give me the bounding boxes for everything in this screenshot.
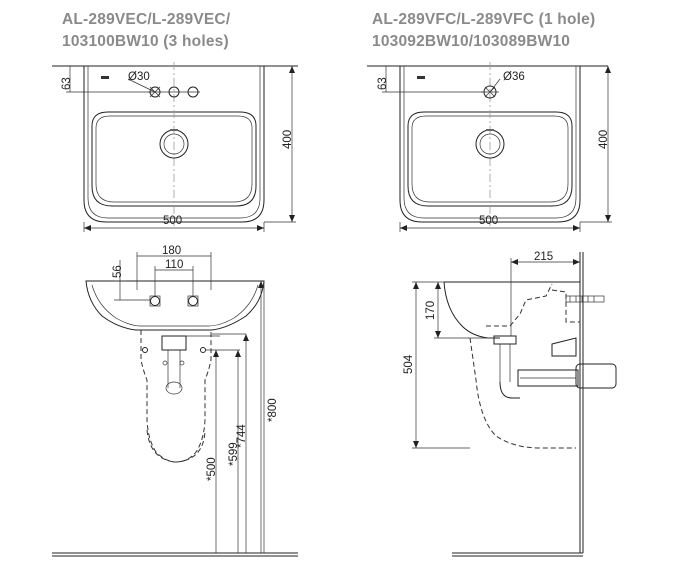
plan-view-left: 63 Ø30 400 500	[52, 62, 298, 232]
front-elevation-left: 180 110 56 *500 *599 *744 *800	[52, 245, 298, 557]
right-title-line2: 103092BW10/103089BW10	[372, 33, 571, 50]
dim-hole-diameter-left: Ø30	[128, 71, 150, 83]
dim-hole-diameter-right: Ø36	[503, 71, 525, 83]
dim-400-left: 400	[282, 130, 294, 149]
dim-63-right: 63	[377, 77, 389, 90]
brand-logo	[417, 76, 425, 79]
dim-504: 504	[403, 354, 415, 374]
dim-215: 215	[534, 251, 553, 263]
dim-599-height: *599	[228, 442, 240, 466]
side-elevation-right: 215 170 504	[403, 251, 617, 557]
dim-56: 56	[112, 265, 124, 278]
left-model-title: AL-289VEC/L-289VEC/ 103100BW10 (3 holes)	[62, 9, 230, 53]
dim-500-right: 500	[479, 215, 498, 227]
left-title-line1: AL-289VEC/L-289VEC/	[62, 11, 231, 28]
right-title-line1: AL-289VFC/L-289VFC (1 hole)	[372, 11, 596, 28]
plan-view-right: 63 Ø36 400 500	[367, 62, 612, 232]
brand-logo	[101, 76, 109, 79]
dim-400-right: 400	[598, 130, 610, 149]
dim-110: 110	[165, 259, 183, 271]
dim-180: 180	[162, 245, 181, 257]
dim-170: 170	[425, 301, 437, 320]
dim-63-left: 63	[61, 77, 73, 90]
dim-744-height: *744	[236, 424, 248, 448]
dim-500-left: 500	[163, 215, 182, 227]
dim-800-height: *800	[267, 398, 279, 422]
left-title-line2: 103100BW10 (3 holes)	[62, 33, 229, 50]
dim-500-height: *500	[206, 457, 218, 481]
right-model-title: AL-289VFC/L-289VFC (1 hole) 103092BW10/1…	[372, 9, 595, 53]
